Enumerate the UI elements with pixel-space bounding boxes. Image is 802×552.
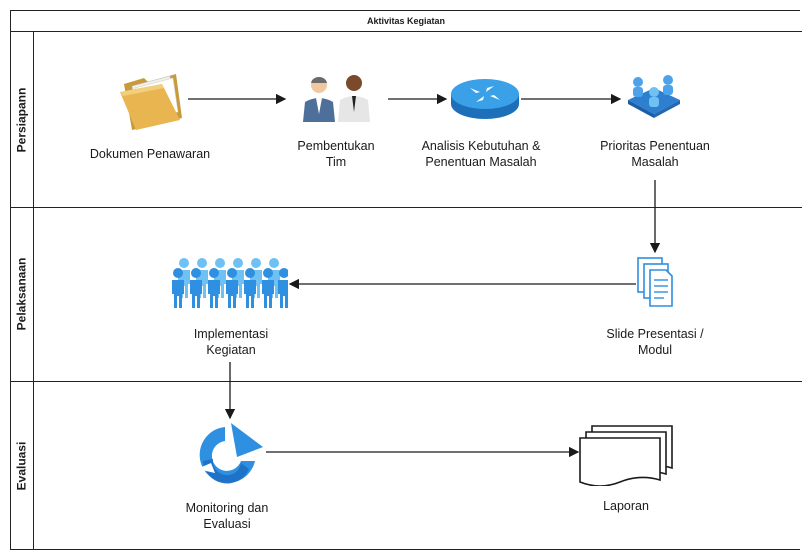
lane-evaluasi: Evaluasi (10, 381, 34, 550)
node-label-slide: Slide Presentasi /Modul (606, 327, 704, 357)
monitoring-icon (197, 423, 263, 484)
crowd-icon (172, 258, 288, 308)
network-users-icon (628, 75, 680, 118)
person-figure (172, 268, 184, 308)
multi-document-icon (579, 425, 673, 486)
person-figure (278, 268, 288, 308)
node-label-dokumen: Dokumen Penawaran (89, 147, 211, 161)
lane-persiapan: Persiapann (10, 32, 34, 207)
team-icon (303, 75, 370, 122)
folder-icon (120, 74, 182, 130)
lane-pelaksanaan: Pelaksanaan (10, 207, 34, 381)
documents-icon (637, 257, 673, 307)
diagram-frame (10, 10, 800, 550)
person-figure (226, 268, 238, 308)
router-icon (451, 79, 519, 119)
person-figure (190, 268, 202, 308)
lane-divider (10, 207, 802, 208)
person-figure (244, 268, 256, 308)
diagram-title: Aktivitas Kegiatan (10, 10, 802, 32)
lane-divider (10, 381, 802, 382)
node-label-analisis: Analisis Kebutuhan &Penentuan Masalah (421, 139, 541, 169)
person-figure (262, 268, 274, 308)
node-label-laporan: Laporan (603, 499, 649, 513)
person-figure (208, 268, 220, 308)
